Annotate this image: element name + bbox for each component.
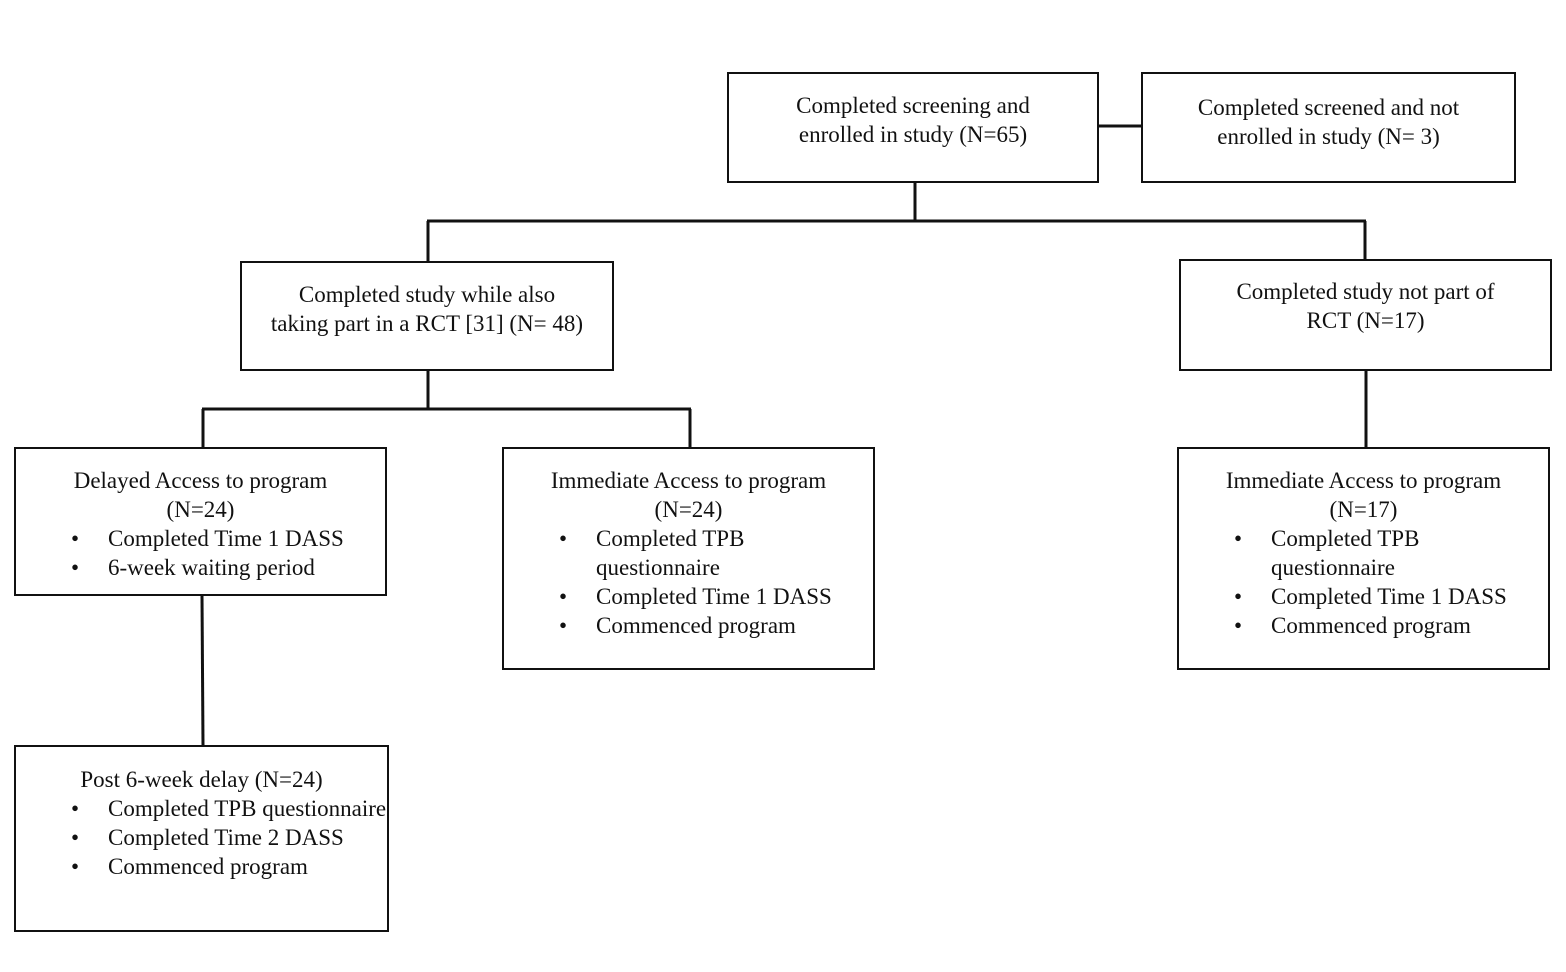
non-rct-study-line-1: Completed study not part of — [1236, 279, 1495, 304]
immediate-access-non-rct-list: • Completed TPB questionnaire • Completed … — [1179, 524, 1548, 640]
non-rct-study-box: Completed study not part of RCT (N=17) — [1179, 259, 1552, 371]
list-item: • Completed TPB questionnaire — [504, 524, 873, 582]
bullet-glyph: • — [71, 555, 80, 580]
post-delay-list: • Completed TPB questionnaire • Completed … — [16, 794, 387, 881]
bullet-glyph: • — [71, 825, 80, 850]
list-item-text: 6-week waiting period — [108, 555, 315, 580]
list-item: • Commenced program — [1179, 611, 1548, 640]
list-item-text: Completed Time 1 DASS — [596, 584, 832, 609]
list-item: • Completed Time 2 DASS — [16, 823, 387, 852]
list-item: • 6-week waiting period — [16, 553, 385, 582]
immediate-access-rct-title: Immediate Access to program — [550, 468, 827, 493]
list-item: • Completed TPB questionnaire — [16, 794, 387, 823]
delayed-access-list: • Completed Time 1 DASS • 6-week waiting p… — [16, 524, 385, 582]
list-item-text: Completed Time 1 DASS — [1271, 584, 1507, 609]
post-delay-title: Post 6-week delay (N=24) — [80, 767, 323, 792]
not-enrolled-box: Completed screened and not enrolled in s… — [1141, 72, 1516, 183]
list-item: • Completed Time 1 DASS — [1179, 582, 1548, 611]
bullet-glyph: • — [71, 796, 80, 821]
bullet-glyph: • — [559, 584, 568, 609]
list-item-text: Completed Time 1 DASS — [108, 526, 344, 551]
post-delay-box: Post 6-week delay (N=24) • Completed TPB … — [14, 745, 389, 932]
list-item-text: Commenced program — [596, 613, 796, 638]
not-enrolled-line-1: Completed screened and not — [1197, 95, 1460, 120]
rct-study-line-2: taking part in a RCT [31] (N= 48) — [270, 311, 584, 336]
bullet-glyph: • — [559, 526, 568, 551]
list-item: • Commenced program — [16, 852, 387, 881]
enrolled-box: Completed screening and enrolled in stud… — [727, 72, 1099, 183]
immediate-access-rct-list: • Completed TPB questionnaire • Completed … — [504, 524, 873, 640]
bullet-glyph: • — [1234, 584, 1243, 609]
delayed-access-title: Delayed Access to program — [73, 468, 328, 493]
bullet-glyph: • — [1234, 613, 1243, 638]
list-item: • Completed Time 1 DASS — [16, 524, 385, 553]
list-item-text: Completed Time 2 DASS — [108, 825, 344, 850]
immediate-access-rct-count: (N=24) — [654, 497, 723, 522]
list-item-text: Completed TPB questionnaire — [1271, 526, 1420, 580]
list-item-text: Commenced program — [1271, 613, 1471, 638]
bullet-glyph: • — [71, 854, 80, 879]
list-item: • Commenced program — [504, 611, 873, 640]
delayed-access-count: (N=24) — [166, 497, 235, 522]
bullet-glyph: • — [1234, 526, 1243, 551]
connector-delayed-to-post-delay — [200, 595, 205, 746]
rct-study-line-1: Completed study while also — [298, 282, 556, 307]
immediate-access-non-rct-box: Immediate Access to program (N=17) • Comp… — [1177, 447, 1550, 670]
bullet-glyph: • — [559, 613, 568, 638]
immediate-access-rct-box: Immediate Access to program (N=24) • Comp… — [502, 447, 875, 670]
list-item: • Completed Time 1 DASS — [504, 582, 873, 611]
non-rct-study-line-2: RCT (N=17) — [1306, 308, 1425, 333]
list-item-text: Completed TPB questionnaire — [596, 526, 745, 580]
enrolled-line-1: Completed screening and — [796, 93, 1030, 118]
list-item: • Completed TPB questionnaire — [1179, 524, 1548, 582]
bullet-glyph: • — [71, 526, 80, 551]
delayed-access-box: Delayed Access to program (N=24) • Comple… — [14, 447, 387, 596]
immediate-access-non-rct-count: (N=17) — [1329, 497, 1398, 522]
list-item-text: Completed TPB questionnaire — [108, 796, 387, 821]
list-item-text: Commenced program — [108, 854, 308, 879]
immediate-access-non-rct-title: Immediate Access to program — [1225, 468, 1502, 493]
enrolled-line-2: enrolled in study (N=65) — [798, 122, 1028, 147]
rct-study-box: Completed study while also taking part i… — [240, 261, 614, 371]
not-enrolled-line-2: enrolled in study (N= 3) — [1217, 124, 1440, 149]
